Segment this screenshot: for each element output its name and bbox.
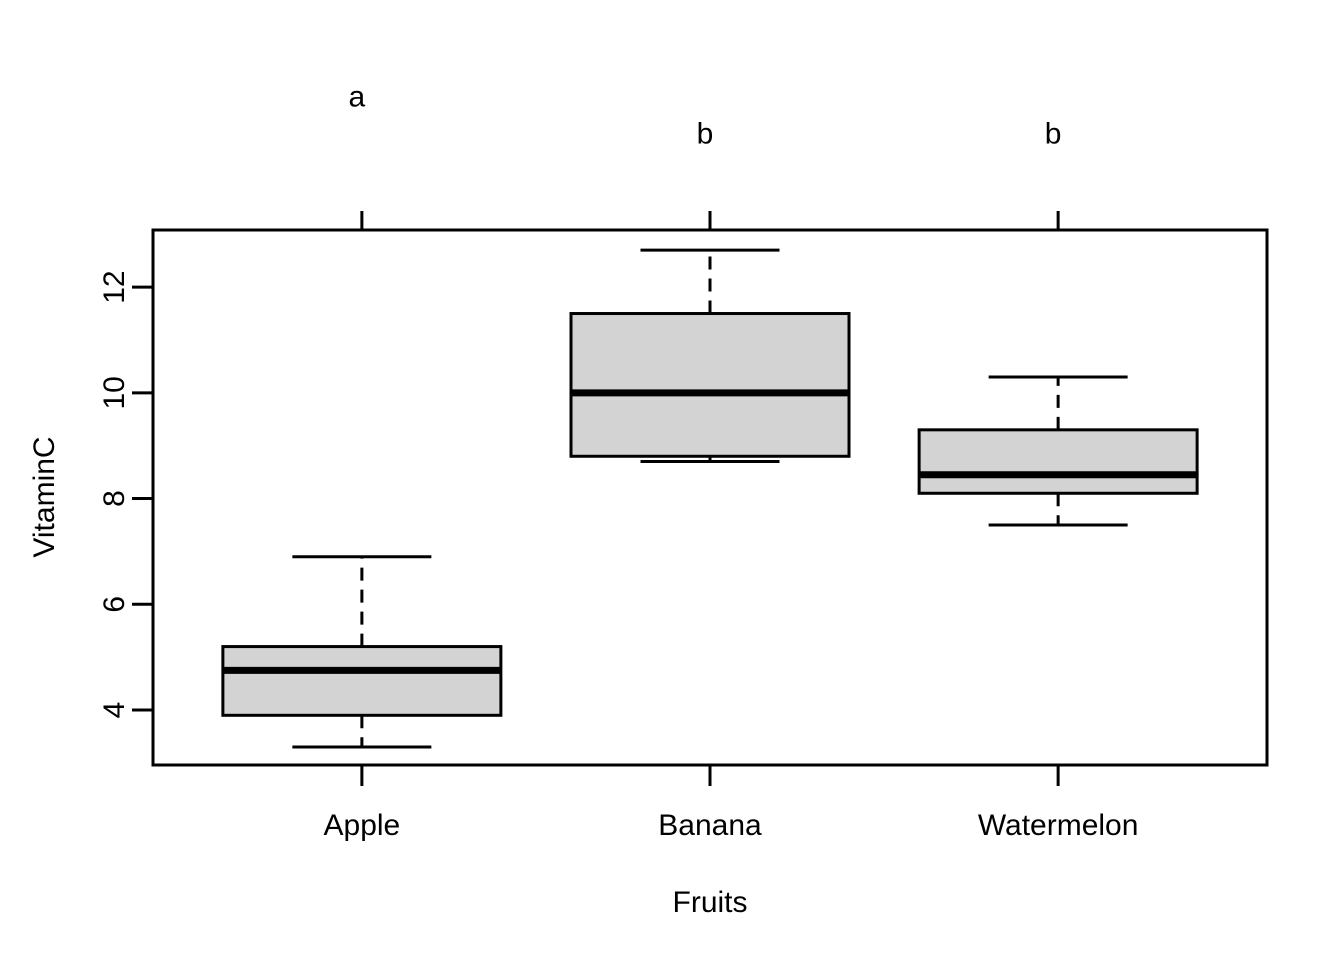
x-axis-title: Fruits [673, 886, 748, 919]
y-tick-label-12: 12 [98, 270, 131, 303]
category-label-banana: Banana [658, 809, 762, 842]
y-tick-label-10: 10 [98, 376, 131, 409]
sig-letter-watermelon: b [1045, 117, 1062, 150]
sig-letter-apple: a [349, 80, 366, 113]
sig-letter-banana: b [697, 117, 714, 150]
y-tick-label-8: 8 [98, 490, 131, 507]
box-apple [221, 645, 503, 717]
y-tick-label-6: 6 [98, 596, 131, 613]
box-banana [569, 312, 851, 458]
category-label-watermelon: Watermelon [978, 809, 1139, 842]
category-label-apple: Apple [324, 809, 401, 842]
y-tick-label-4: 4 [98, 702, 131, 719]
box-watermelon [917, 428, 1199, 495]
y-axis-title: VitaminC [28, 436, 61, 557]
